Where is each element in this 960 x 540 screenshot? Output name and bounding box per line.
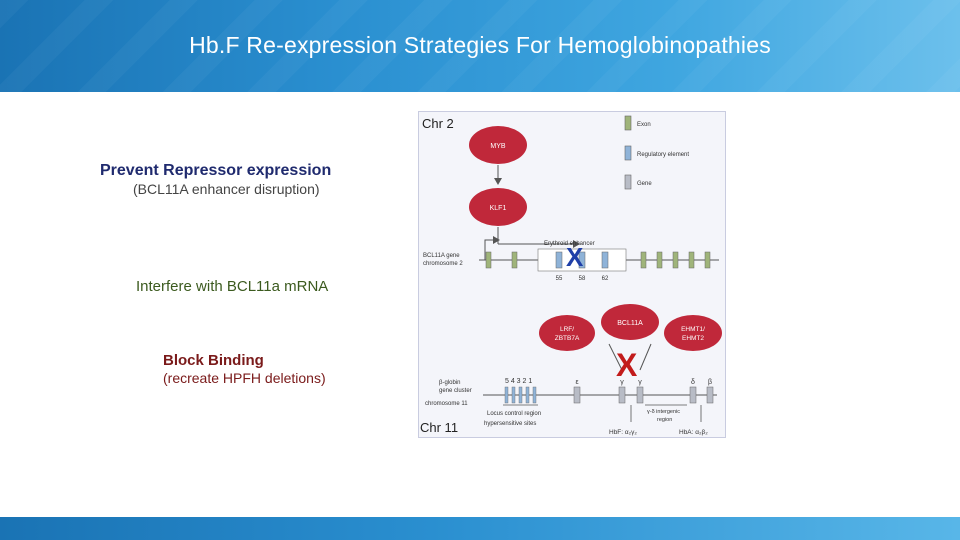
bglobin-label-2: gene cluster xyxy=(439,388,472,394)
block-binding-sub: (recreate HPFH deletions) xyxy=(163,370,326,386)
legend-regulatory-label: Regulatory element xyxy=(637,152,689,158)
beta-label: β xyxy=(708,379,712,386)
hbf-label: HbF: α₂γ₂ xyxy=(609,429,637,436)
bcl11a-exon-5 xyxy=(673,252,678,268)
gamma-a-gene xyxy=(637,387,643,403)
intergenic-label-1: γ-δ intergenic xyxy=(647,409,680,415)
hs2 xyxy=(526,387,529,403)
bcl11a-exon-4 xyxy=(657,252,662,268)
interfere-mrna-text: Interfere with BCL11a mRNA xyxy=(136,278,328,295)
bcl11a-chromosome-label: chromosome 2 xyxy=(423,261,463,267)
bcl11a-exon-1 xyxy=(486,252,491,268)
lrf-protein xyxy=(539,315,595,351)
gene-regulation-figure: Exon Regulatory element Gene MYB KLF1 Er… xyxy=(418,111,726,438)
ehmt-label-2: EHMT2 xyxy=(682,335,704,342)
beta-gene xyxy=(707,387,713,403)
chr11-label: Chr 11 xyxy=(420,420,458,435)
footer-bar xyxy=(0,517,960,540)
enhancer-58-label: 58 xyxy=(579,276,586,282)
hs4 xyxy=(512,387,515,403)
legend-gene-swatch xyxy=(625,175,631,189)
enhancer-62-label: 62 xyxy=(602,276,609,282)
lrf-label-2: ZBTB7A xyxy=(555,335,580,342)
block-binding-heading: Block Binding xyxy=(163,352,264,369)
legend-gene-label: Gene xyxy=(637,181,652,187)
hs1 xyxy=(533,387,536,403)
bcl11a-exon-3 xyxy=(641,252,646,268)
bcl11a-protein-label: BCL11A xyxy=(617,320,643,327)
bcl11a-gene-label: BCL11A gene xyxy=(423,253,460,259)
lcr-label-1: Locus control region xyxy=(487,411,541,417)
enhancer-disruption-x-mark: X xyxy=(566,244,583,270)
bcl11a-inhibit-line-2 xyxy=(640,344,651,370)
prevent-repressor-sub: (BCL11A enhancer disruption) xyxy=(133,181,320,197)
lrf-label-1: LRF/ xyxy=(560,326,574,333)
bcl11a-exon-2 xyxy=(512,252,517,268)
bcl11a-exon-6 xyxy=(689,252,694,268)
delta-label: δ xyxy=(691,379,695,386)
bglobin-label-1: β-globin xyxy=(439,380,460,386)
legend-exon-swatch xyxy=(625,116,631,130)
gamma-a-label: γ xyxy=(638,379,642,386)
intergenic-label-2: region xyxy=(657,417,672,423)
legend-regulatory-swatch xyxy=(625,146,631,160)
hba-label: HbA: α₂β₂ xyxy=(679,429,708,436)
epsilon-gene xyxy=(574,387,580,403)
enhancer-55-label: 55 xyxy=(556,276,563,282)
hs5 xyxy=(505,387,508,403)
gamma-g-gene xyxy=(619,387,625,403)
enhancer-62 xyxy=(602,252,608,268)
epsilon-label: ε xyxy=(575,379,578,386)
prevent-repressor-heading: Prevent Repressor expression xyxy=(100,162,331,180)
legend-exon-label: Exon xyxy=(637,122,651,128)
hs-numbers: 5 4 3 2 1 xyxy=(505,378,532,385)
ehmt-label-1: EHMT1/ xyxy=(681,326,705,333)
bcl11a-exon-7 xyxy=(705,252,710,268)
ehmt-protein xyxy=(664,315,722,351)
bglobin-label-3: chromosome 11 xyxy=(425,401,468,407)
hs3 xyxy=(519,387,522,403)
binding-block-x-mark: X xyxy=(616,349,637,381)
chr2-label: Chr 2 xyxy=(422,116,454,131)
delta-gene xyxy=(690,387,696,403)
enhancer-55 xyxy=(556,252,562,268)
klf1-label: KLF1 xyxy=(490,205,507,212)
lcr-label-2: hypersensitive sites xyxy=(484,421,536,427)
slide-title: Hb.F Re-expression Strategies For Hemogl… xyxy=(0,32,960,59)
figure-svg: Exon Regulatory element Gene MYB KLF1 Er… xyxy=(419,112,725,437)
myb-label: MYB xyxy=(490,143,506,150)
